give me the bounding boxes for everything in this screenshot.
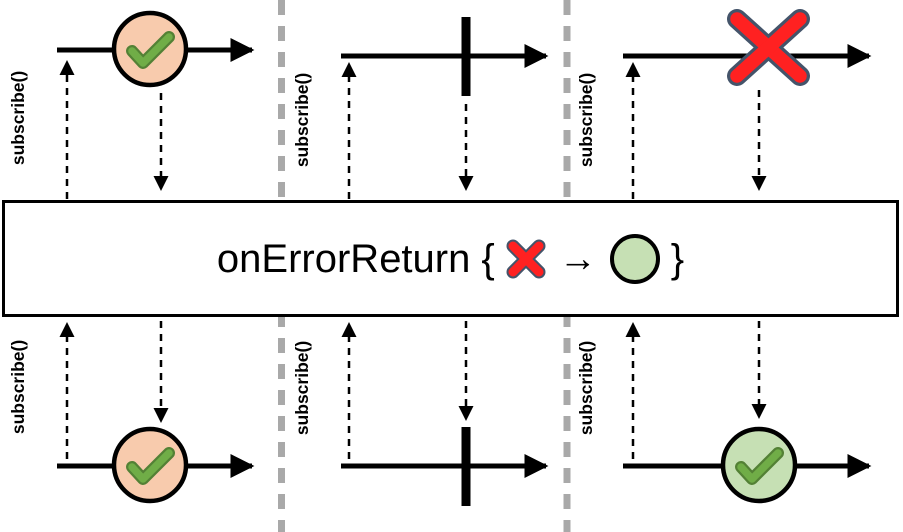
subscribe-label: subscribe() [292,341,312,435]
operator-name: onErrorReturn [216,236,471,281]
subscribe-label: subscribe() [576,341,596,435]
maps-to-arrow-icon: → [558,237,597,280]
error-x-stroke-2 [730,12,807,83]
subscribe-label: subscribe() [8,71,28,165]
operator-box: onErrorReturn { → } [2,200,899,317]
subscribe-label: subscribe() [8,340,28,434]
error-x-icon [727,9,810,86]
source-stream-complete-panel: subscribe() [292,17,549,199]
error-x-icon [506,239,546,278]
operator-open-brace: { [481,236,495,281]
source-stream-error-panel: subscribe() [576,9,872,199]
replacement-value-icon [609,233,660,284]
output-stream-value-panel: subscribe() [8,321,255,504]
checkmark-icon [737,449,782,483]
output-stream-replaced-value-panel: subscribe() [576,321,872,504]
subscribe-label: subscribe() [292,73,312,167]
checkmark-icon [128,33,173,67]
source-stream-value-panel: subscribe() [8,10,255,199]
operator-close-brace: } [670,236,685,281]
checkmark-icon [128,449,173,483]
output-stream-complete-panel: subscribe() [292,321,549,506]
subscribe-label: subscribe() [576,73,596,167]
